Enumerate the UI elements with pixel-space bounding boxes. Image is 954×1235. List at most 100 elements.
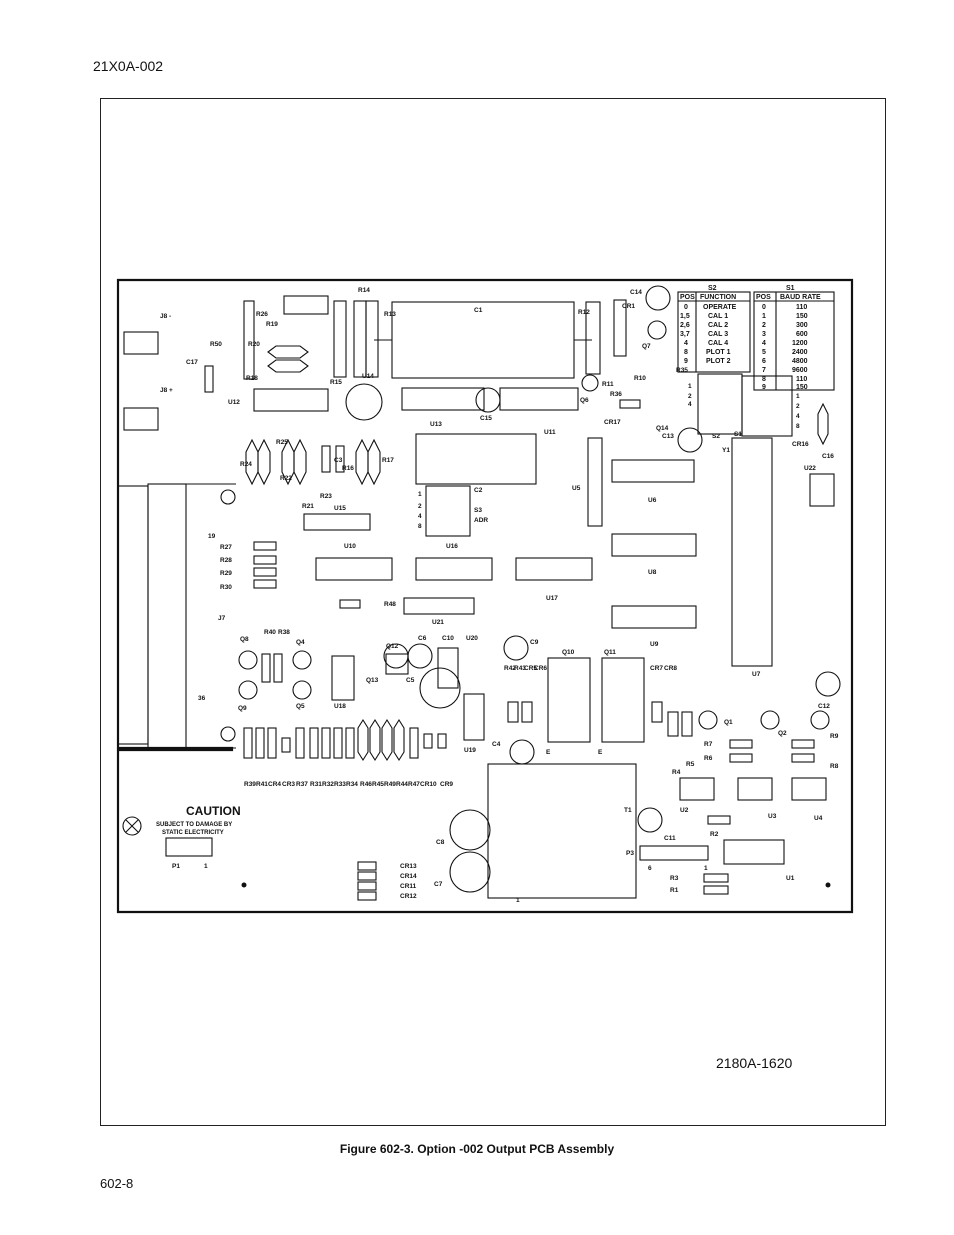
resistor-r5 [681,711,693,737]
label-r28: R28 [220,557,232,564]
label-r10: R10 [634,375,646,382]
label-cr12: CR12 [400,893,417,900]
label-u11: U11 [544,429,556,436]
label-s1: S1 [734,431,742,438]
s1-cell: 2 [762,322,766,329]
label-q1: Q1 [724,719,733,726]
label-u18: U18 [334,703,346,710]
s1-cell: 2400 [792,349,808,356]
label-r46: R46 [360,781,372,788]
label-y1: Y1 [722,447,730,454]
label-r7: R7 [704,741,713,748]
label-u16: U16 [446,543,458,550]
label-cr11: CR11 [400,883,417,890]
transistor-q4 [292,650,312,670]
label-u10: U10 [344,543,356,550]
transistor-q1 [698,710,718,730]
diode-r20 [267,345,309,359]
label-r32: R32 [322,781,334,788]
ic-u17 [515,557,593,581]
resistor-r3 [703,873,729,883]
label-p3-pin6: 6 [648,865,652,872]
label-u22: U22 [804,465,816,472]
s1-cell: 5 [762,349,766,356]
j8-minus-pad [123,331,159,355]
mount-hole-top [220,489,236,505]
label-r8: R8 [830,763,839,770]
label-p1: P1 [172,863,180,870]
label-u19: U19 [464,747,476,754]
s2-cell: OPERATE [703,304,737,311]
label-q14: Q14 [656,425,669,432]
j8-plus-pad [123,407,159,431]
label-cr4: CR4 [268,781,281,788]
label-s3-8: 8 [418,523,422,530]
capacitor-c11 [637,807,663,833]
label-adr: ADR [474,517,488,524]
label-cr1: CR1 [622,303,635,310]
label-u20: U20 [466,635,478,642]
label-r23: R23 [320,493,332,500]
ic-u5 [587,437,603,527]
label-s3-4: 4 [418,513,422,520]
ic-u15 [303,513,371,531]
static-warning-icon [122,816,142,836]
label-r45: R45 [372,781,384,788]
label-r29: R29 [220,570,232,577]
figure-caption: Figure 602-3. Option -002 Output PCB Ass… [339,1142,615,1156]
ic-u21 [403,597,475,615]
label-r3: R3 [670,875,679,882]
label-cr9: CR9 [440,781,453,788]
label-u12: U12 [228,399,240,406]
label-cr7: CR7 [650,665,663,672]
resistor-r12 [585,301,601,375]
label-c15: C15 [480,415,492,422]
s1-cell: 300 [796,322,808,329]
s2-header-pos: POS [680,294,695,301]
s2-cell: PLOT 2 [706,358,731,365]
capacitor-c13 [677,427,703,453]
label-r42: R42 [504,665,516,672]
label-r50: R50 [210,341,222,348]
diode-cr13 [357,861,377,871]
s1-cell: 9600 [792,367,808,374]
ic-u9 [611,605,697,629]
label-r19: R19 [266,321,278,328]
label-r24: R24 [240,461,252,468]
ic-u2 [679,777,715,801]
s1-cell: 0 [762,304,766,311]
s2-cell: 0 [684,304,688,311]
label-s3-2: 2 [418,503,422,510]
label-u4: U4 [814,815,823,822]
label-s3-1: 1 [418,491,422,498]
label-u15: U15 [334,505,346,512]
label-pin-36: 36 [198,695,206,702]
s1-cell: 110 [796,304,807,311]
resistor-r9 [791,739,815,749]
label-u9: U9 [650,641,659,648]
edge-connector-j7 [117,485,149,745]
label-u3: U3 [768,813,777,820]
ic-u6 [611,459,695,483]
s2-cell: 8 [684,349,688,356]
resistor-r2 [707,815,731,825]
capacitor-c5 [419,667,461,709]
label-r34: R34 [346,781,358,788]
s2-cell: CAL 4 [708,340,728,347]
diode-cr7 [651,701,663,723]
label-u14: U14 [362,373,374,380]
s2-table: S2 POS FUNCTION 0 OPERATE 1,5 CAL 1 2,6 … [677,285,751,373]
label-r48: R48 [384,601,396,608]
diode-cr12 [357,891,377,901]
capacitor-c3 [335,445,345,473]
r14-body [283,295,329,315]
label-p3-pin1: 1 [704,865,708,872]
capacitor-c10 [407,643,433,669]
label-cr5: CR5 [524,665,537,672]
label-p3: P3 [626,850,634,857]
label-r20: R20 [248,341,260,348]
resistor-r28 [253,555,277,565]
label-cr13: CR13 [400,863,417,870]
label-q5: Q5 [296,703,305,710]
capacitor-c9 [503,635,529,661]
